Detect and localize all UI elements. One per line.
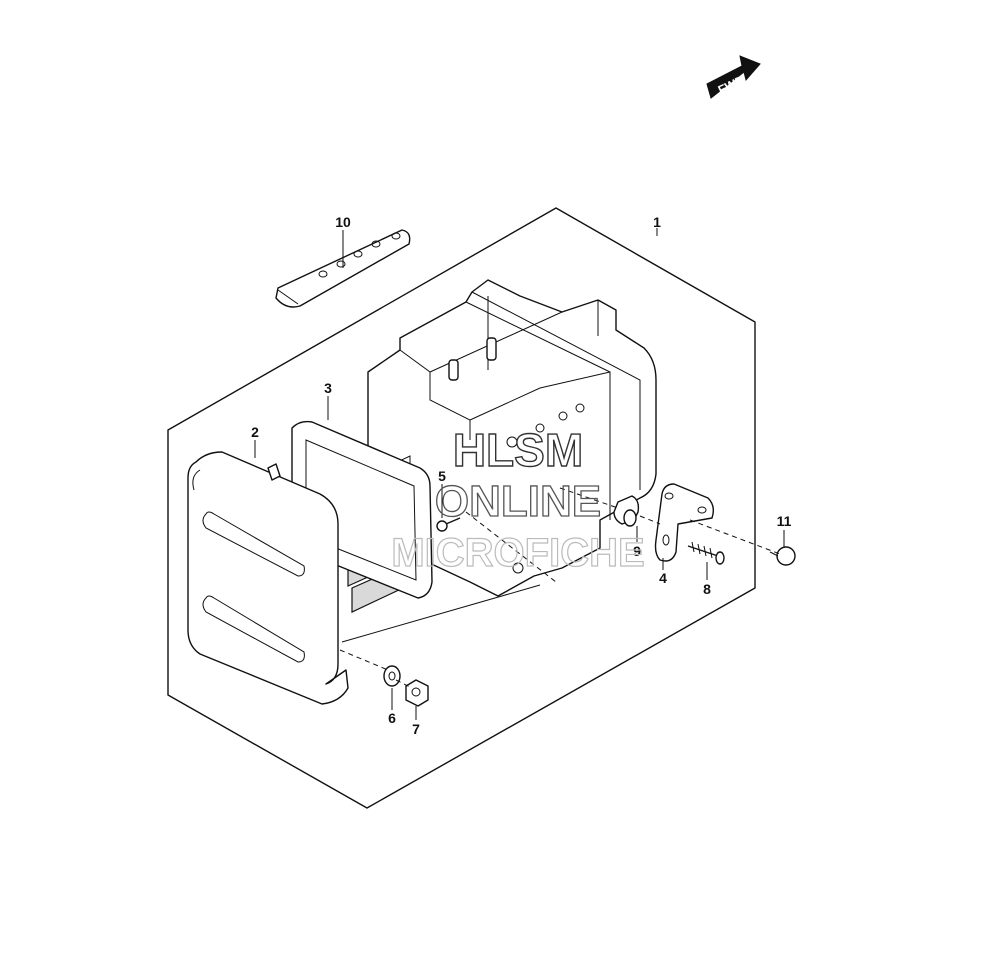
- callout-10: 10: [335, 214, 351, 230]
- callout-7: 7: [412, 721, 420, 737]
- part-10-bracket-plate: [275, 229, 411, 308]
- callout-1: 1: [653, 214, 661, 230]
- callout-8: 8: [703, 581, 711, 597]
- part-8-screw: [687, 541, 725, 565]
- assembly-dashed-lines: [339, 487, 781, 689]
- fwd-arrow-icon: FWD: [706, 55, 761, 99]
- callout-labels: 1 2 3 4 5 6 7 8 9 10 11: [251, 214, 792, 737]
- callout-6: 6: [388, 710, 396, 726]
- assembly-frame: [167, 207, 756, 809]
- part-5-screw: [436, 517, 461, 532]
- callout-3: 3: [324, 380, 332, 396]
- part-4-plate: [654, 483, 715, 562]
- callout-9: 9: [633, 543, 641, 559]
- callout-2: 2: [251, 424, 259, 440]
- callout-5: 5: [438, 468, 446, 484]
- part-7-nut: [405, 679, 429, 707]
- part-2-lens: [187, 451, 349, 705]
- part-6-washer: [383, 665, 401, 687]
- fwd-label: FWD: [716, 73, 747, 97]
- watermark: HLSM ONLINE MICROFICHE: [391, 423, 646, 575]
- watermark-line-3: MICROFICHE: [391, 531, 644, 575]
- watermark-line-2: ONLINE: [435, 477, 601, 526]
- part-9-grommet: [613, 495, 640, 527]
- leader-lines: [254, 228, 785, 720]
- part-11-bolt: [769, 546, 796, 566]
- callout-4: 4: [659, 570, 667, 586]
- watermark-line-1: HLSM: [453, 424, 583, 476]
- callout-11: 11: [777, 513, 792, 529]
